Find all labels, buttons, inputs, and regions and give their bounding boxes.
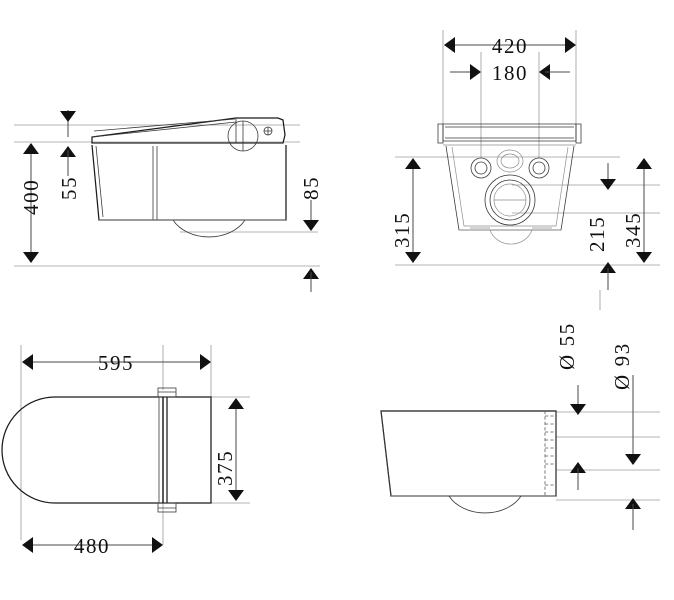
dimension-85: 85 bbox=[299, 176, 323, 292]
toilet-rear-profile bbox=[380, 410, 557, 514]
view-rear-elevation: Ø 55 Ø 93 bbox=[380, 290, 660, 530]
dimension-345-label: 345 bbox=[621, 212, 645, 248]
dimension-55-label: 55 bbox=[57, 176, 81, 200]
dimension-420: 420 bbox=[444, 34, 576, 58]
dimension-400-label: 400 bbox=[19, 179, 43, 215]
dimension-dia-93-label: Ø 93 bbox=[610, 342, 634, 390]
dimension-420-label: 420 bbox=[492, 34, 528, 58]
dimension-595-label: 595 bbox=[98, 351, 134, 375]
dimension-595: 595 bbox=[22, 351, 211, 375]
dimension-85-label: 85 bbox=[299, 176, 323, 200]
dimension-315: 315 bbox=[390, 158, 421, 263]
front-extension-lines bbox=[395, 30, 660, 266]
view-plan: 595 480 375 bbox=[1, 345, 250, 558]
dimension-375-label: 375 bbox=[213, 450, 237, 486]
rear-extension-lines bbox=[556, 290, 660, 501]
dimension-55: 55 bbox=[57, 110, 81, 200]
dimension-215-label: 215 bbox=[585, 216, 609, 252]
dimension-375: 375 bbox=[213, 398, 244, 501]
dimension-dia-93: Ø 93 bbox=[610, 342, 641, 530]
dimension-180: 180 bbox=[450, 61, 570, 85]
dimension-dia-55-label: Ø 55 bbox=[555, 322, 579, 370]
view-front-elevation: 420 180 315 bbox=[390, 30, 660, 290]
dimension-dia-55: Ø 55 bbox=[555, 322, 586, 490]
plan-extension-lines bbox=[20, 345, 250, 545]
toilet-front-body bbox=[437, 123, 582, 245]
dimension-215: 215 bbox=[585, 163, 616, 290]
dimension-480-label: 480 bbox=[74, 534, 110, 558]
dimension-180-label: 180 bbox=[492, 61, 528, 85]
toilet-side-profile bbox=[91, 117, 287, 238]
toilet-plan-outline bbox=[1, 387, 212, 513]
side-extension-lines bbox=[14, 124, 320, 267]
dimension-400: 400 bbox=[19, 143, 43, 263]
dimension-345: 345 bbox=[621, 158, 652, 263]
dimension-480: 480 bbox=[22, 534, 163, 558]
view-side-elevation: 400 55 85 bbox=[14, 110, 323, 292]
dimension-315-label: 315 bbox=[390, 212, 414, 248]
